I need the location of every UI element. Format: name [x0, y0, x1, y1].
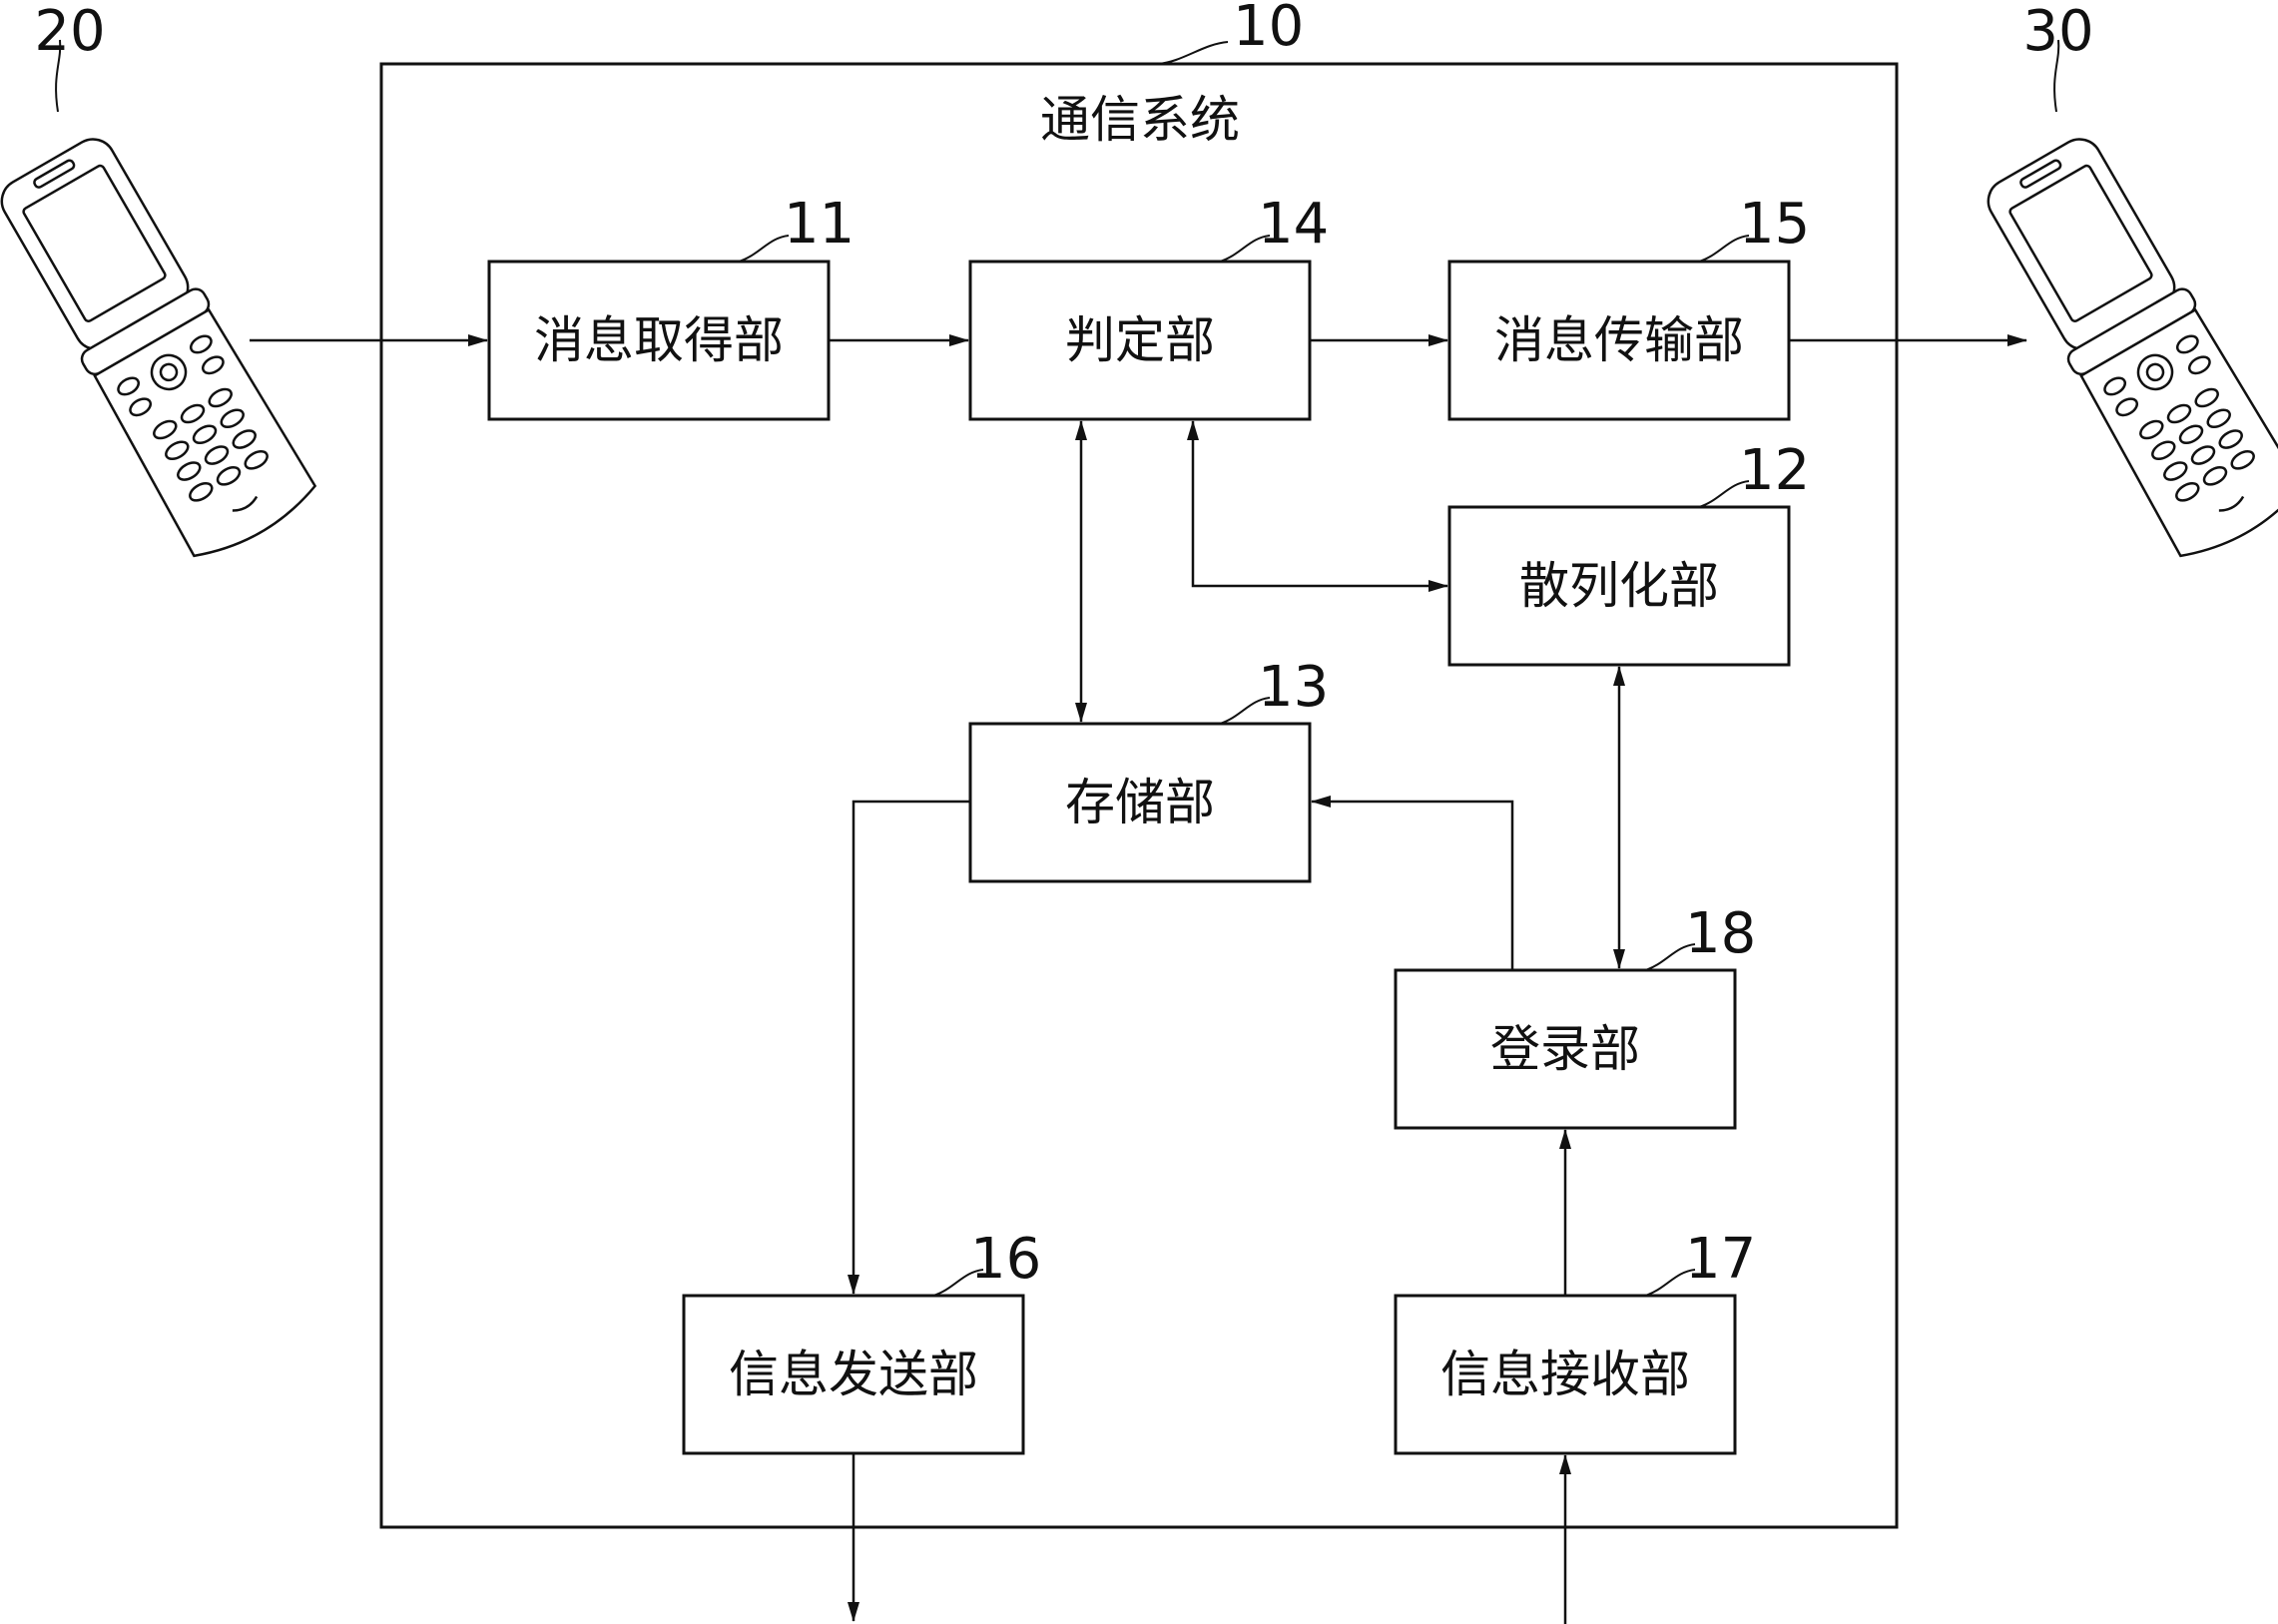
receiver-phone-icon: 30 [1987, 0, 2278, 558]
arrow-judgment-hashing [1187, 420, 1448, 592]
info-sending-label: 信息发送部 [729, 1346, 978, 1403]
registration-ref: 18 [1685, 901, 1756, 966]
message-transmission-ref: 15 [1739, 192, 1810, 257]
message-transmission-block: 消息传输部 15 [1447, 192, 1810, 421]
receiver-phone-ref-number: 30 [2022, 0, 2093, 64]
info-receiving-block: 信息接收部 17 [1394, 1227, 1756, 1455]
info-receiving-label: 信息接收部 [1440, 1346, 1690, 1403]
hashing-ref: 12 [1739, 438, 1810, 503]
system-ref-number: 10 [1233, 0, 1304, 59]
storage-block: 存储部 13 [968, 655, 1329, 883]
message-acquisition-ref: 11 [784, 192, 854, 257]
sender-phone-ref-number: 20 [34, 0, 105, 64]
arrow-registration-to-storage [1311, 796, 1514, 970]
storage-label: 存储部 [1065, 774, 1215, 831]
message-transmission-label: 消息传输部 [1494, 311, 1744, 369]
info-receiving-ref: 17 [1685, 1227, 1756, 1292]
hashing-block: 散列化部 12 [1447, 438, 1810, 667]
registration-block: 登录部 18 [1394, 901, 1756, 1130]
communication-system-frame: 通信系统 10 [379, 0, 1899, 1529]
arrow-storage-to-info-sending [848, 800, 970, 1295]
message-acquisition-label: 消息取得部 [534, 311, 784, 369]
message-acquisition-block: 消息取得部 11 [487, 192, 854, 421]
info-sending-block: 信息发送部 16 [682, 1227, 1041, 1455]
sender-phone-icon: 20 [0, 0, 317, 558]
judgment-block: 判定部 14 [968, 192, 1329, 421]
info-sending-ref: 16 [970, 1227, 1041, 1292]
hashing-label: 散列化部 [1519, 557, 1719, 615]
judgment-label: 判定部 [1065, 311, 1215, 369]
storage-ref: 13 [1258, 655, 1329, 720]
judgment-ref: 14 [1258, 192, 1329, 257]
system-title: 通信系统 [1040, 91, 1240, 149]
registration-label: 登录部 [1490, 1020, 1640, 1078]
